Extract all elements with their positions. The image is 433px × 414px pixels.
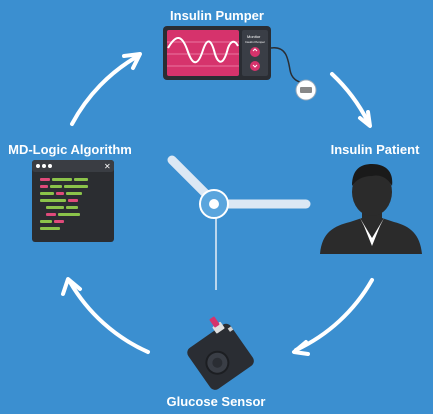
pump-screen-line2: Insulin Pumper (245, 40, 265, 44)
code-window-icon (32, 160, 114, 242)
patient-silhouette-icon (320, 164, 422, 254)
node-label-insulin-pumper: Insulin Pumper (170, 8, 264, 23)
insulin-pump-icon (163, 26, 317, 101)
node-label-md-logic-algorithm: MD-Logic Algorithm (8, 142, 132, 157)
arrow-sensor-to-algorithm (68, 280, 150, 354)
arrow-patient-to-sensor (294, 278, 374, 352)
node-label-insulin-patient: Insulin Patient (330, 142, 420, 157)
cycle-arrows (61, 52, 374, 356)
glucose-sensor-icon (187, 316, 254, 390)
arrow-algorithm-to-pump (70, 54, 140, 126)
close-icon: ✕ (104, 162, 111, 171)
pump-screen-line1: Monitor (247, 34, 261, 39)
clock-hands-icon (167, 155, 311, 290)
node-label-glucose-sensor: Glucose Sensor (166, 394, 266, 409)
arrow-pump-to-patient (330, 72, 370, 124)
